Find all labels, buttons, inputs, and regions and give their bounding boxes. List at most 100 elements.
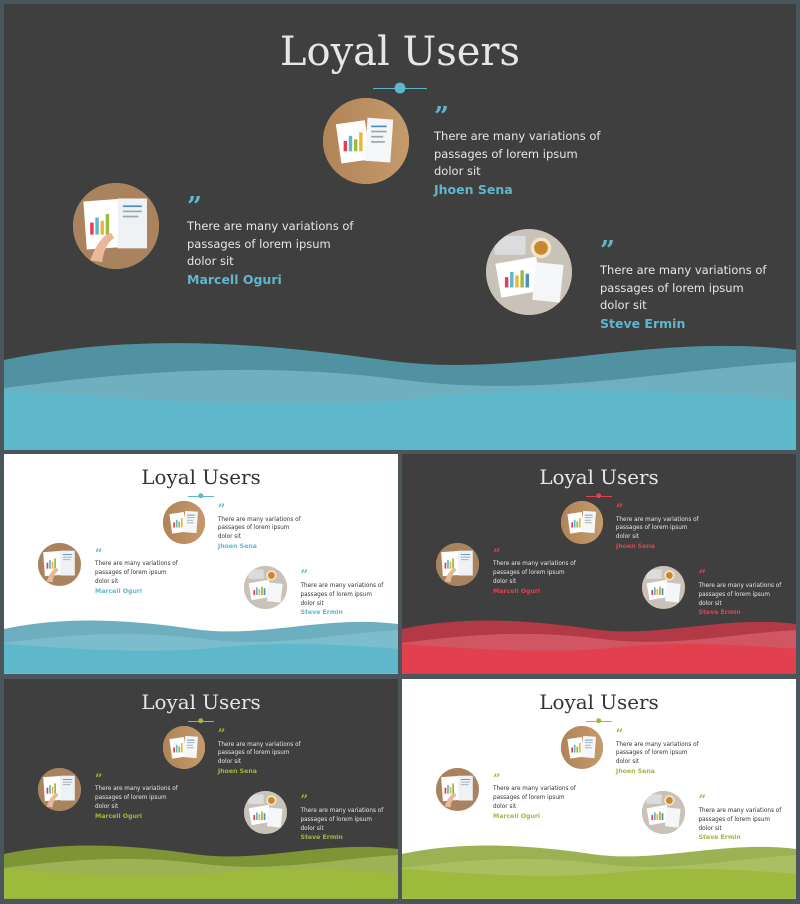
slide-title: Loyal Users [279,29,521,75]
testimonial-text-line: passages of lorem ipsum [217,525,290,532]
title-divider [373,82,427,93]
quote-icon: ” [300,568,307,584]
author-name: Marcell Oguri [187,271,282,287]
testimonial-text-line: There are many variations of [95,561,178,568]
author-name: Marcell Oguri [95,587,143,595]
quote-icon: ” [698,568,705,584]
user-photo-1 [323,98,409,184]
testimonial-text-line: There are many variations of [434,129,601,143]
quote-icon: ” [615,726,623,742]
testimonial-text-line: passages of lorem ipsum [95,795,167,802]
user-photo-2 [38,768,82,811]
testimonial-text-line: dolor sit [434,164,481,178]
slide-main: Loyal Users [4,4,796,450]
author-name: Jhoen Sena [217,542,257,550]
testimonial-text-line: There are many variations of [493,561,576,568]
wave-decoration [402,844,796,899]
author-name: Steve Ermin [698,834,741,842]
wave-decoration [4,340,796,450]
author-name: Jhoen Sena [434,181,513,197]
testimonial: ”There are many variations of passages of… [95,771,178,821]
testimonial-text-line: There are many variations of [95,786,178,793]
user-photo-3 [243,565,287,609]
quote-icon: ” [493,771,500,787]
user-photo-2 [38,543,82,586]
author-name: Marcell Oguri [493,587,541,595]
testimonial-text-line: dolor sit [95,803,119,810]
testimonial-text-line: passages of lorem ipsum [615,750,688,757]
quote-icon: ” [217,501,225,517]
title-divider [585,717,613,724]
user-photo-3 [243,790,287,834]
wave-decoration [4,619,398,674]
title-divider [187,492,215,499]
testimonial-text-line: There are many variations of [698,808,782,815]
wave-decoration [4,844,398,899]
slide-dark-red: Loyal Users [402,454,796,674]
author-name: Jhoen Sena [615,542,655,550]
wave-decoration [402,619,796,674]
author-name: Marcell Oguri [95,812,143,820]
user-photo-2 [73,183,159,269]
slide-title: Loyal Users [539,465,659,489]
author-name: Steve Ermin [300,609,343,617]
testimonial: ”There are many variations of passages of… [95,546,178,596]
user-photo-1 [560,500,604,544]
testimonial-text-line: passages of lorem ipsum [300,817,372,824]
author-name: Jhoen Sena [217,767,257,775]
testimonial-text-line: dolor sit [493,578,517,585]
quote-icon: ” [434,102,449,132]
title-divider [187,717,215,724]
user-photo-3 [486,229,572,315]
testimonial-text-line: dolor sit [217,759,242,766]
user-photo-2 [436,768,480,811]
testimonial-text-line: There are many variations of [217,741,301,748]
testimonial: ”There are many variations of passages of… [434,104,600,199]
testimonial-text-line: dolor sit [615,759,640,766]
testimonial-text-line: dolor sit [698,825,722,832]
testimonial-text-line: There are many variations of [615,516,699,523]
quote-icon: ” [300,793,307,809]
slide-title: Loyal Users [539,690,659,714]
slide-dark-green: Loyal Users [4,679,398,899]
quote-icon: ” [217,726,225,742]
testimonial-text-line: passages of lorem ipsum [95,570,167,577]
testimonial-text-line: dolor sit [615,534,640,541]
quote-icon: ” [493,546,500,562]
author-name: Steve Ermin [600,315,686,331]
testimonial-text-line: dolor sit [217,534,242,541]
quote-icon: ” [95,546,102,562]
testimonial-text-line: dolor sit [300,825,324,832]
testimonial-text-line: passages of lorem ipsum [434,146,578,161]
quote-icon: ” [187,192,202,222]
testimonial-text-line: dolor sit [698,600,722,607]
testimonial-text-line: dolor sit [493,803,517,810]
user-photo-1 [162,725,206,769]
slide-title: Loyal Users [141,690,261,714]
testimonial-text-line: passages of lorem ipsum [698,592,770,599]
author-name: Jhoen Sena [615,767,655,775]
testimonial-text-line: passages of lorem ipsum [493,795,565,802]
quote-icon: ” [600,236,615,266]
user-photo-1 [162,500,206,544]
slide-title: Loyal Users [141,465,261,489]
title-divider [585,492,613,499]
testimonial-text-line: There are many variations of [493,786,576,793]
quote-icon: ” [95,771,102,787]
testimonial-text-line: passages of lorem ipsum [300,592,372,599]
user-photo-3 [641,565,685,609]
testimonial-text-line: There are many variations of [600,263,767,277]
testimonial-text-line: There are many variations of [187,219,354,233]
quote-icon: ” [615,501,623,517]
testimonial-text-line: There are many variations of [615,741,699,748]
slide-light-green: Loyal Users [402,679,796,899]
